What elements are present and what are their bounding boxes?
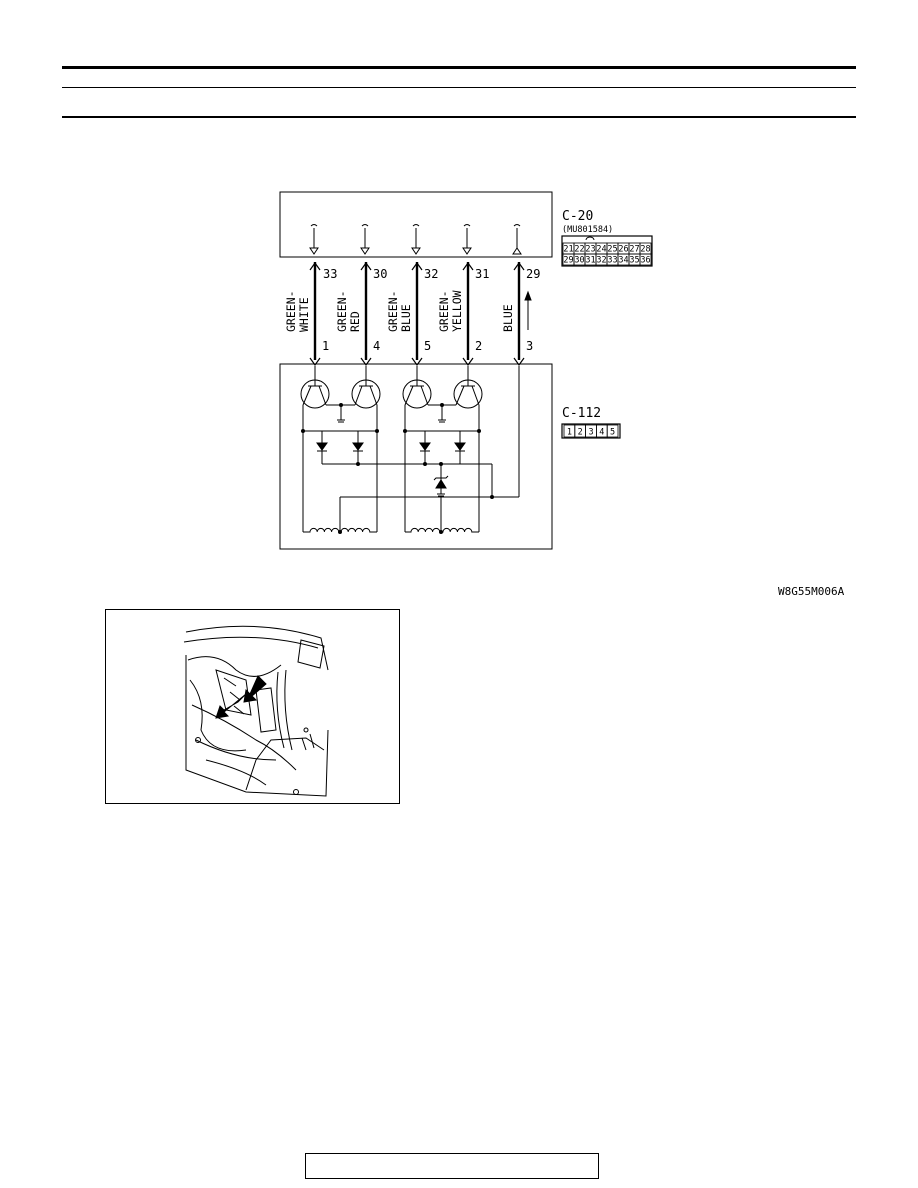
- wiring-diagram: 33 30 32 31 29 1 4 5 2 3 GREEN- WHITE GR…: [279, 191, 845, 598]
- pin-number: 5: [610, 428, 615, 438]
- terminal-30: [360, 224, 370, 255]
- wire-color-3b: BLUE: [399, 304, 413, 332]
- figure-code: W8G55M006A: [778, 585, 845, 598]
- header-rule-thin: [62, 87, 856, 88]
- wire-color-2a: GREEN-: [335, 290, 349, 332]
- c20-pin-label-3: 32: [424, 267, 438, 281]
- pin-number: 22: [574, 245, 584, 255]
- transistor-1: [300, 379, 330, 409]
- coil-2: [340, 527, 377, 533]
- c20-pin-label-5: 29: [526, 267, 540, 281]
- pin-number: 28: [640, 245, 650, 255]
- c112-pin-label-2: 4: [373, 339, 380, 353]
- terminal-31: [462, 224, 472, 255]
- control-unit-box: [279, 191, 553, 258]
- location-arrow-1: [243, 675, 267, 703]
- c112-pin-label-1: 1: [322, 339, 329, 353]
- pin-cell: [639, 253, 652, 266]
- pin-number: 32: [596, 256, 606, 266]
- pin-number: 31: [585, 256, 595, 266]
- c112-pin-label-5: 3: [526, 339, 533, 353]
- pin-number: 2: [578, 428, 583, 438]
- pin-number: 35: [629, 256, 639, 266]
- pin-number: 1: [567, 428, 572, 438]
- zener-diode: [435, 479, 447, 489]
- pin-cell: [606, 424, 619, 438]
- header-rule-bottom: [62, 116, 856, 118]
- pin-number: 27: [629, 245, 639, 255]
- pin-number: 21: [563, 245, 573, 255]
- footer-box: [305, 1153, 599, 1179]
- motor-unit-box: [279, 363, 553, 550]
- pin-number: 23: [585, 245, 595, 255]
- wire-color-1b: WHITE: [297, 297, 311, 332]
- coil-3: [405, 527, 441, 533]
- wire-color-4b: YELLOW: [450, 290, 464, 332]
- transistor-3: [402, 379, 432, 409]
- harness-wires: [313, 262, 521, 360]
- pin-number: 33: [607, 256, 617, 266]
- c112-pin-label-4: 2: [475, 339, 482, 353]
- pin-number: 24: [596, 245, 606, 255]
- pin-number: 34: [618, 256, 628, 266]
- location-arrow-2: [215, 693, 247, 719]
- pin-number: 26: [618, 245, 628, 255]
- pin-number: 25: [607, 245, 617, 255]
- pin-number: 29: [563, 256, 573, 266]
- junction-dots: [301, 403, 494, 534]
- signal-direction-arrow: [524, 290, 532, 330]
- motor-circuit: [300, 366, 520, 533]
- connector-chevrons: [309, 261, 525, 367]
- pin-number: 36: [640, 256, 650, 266]
- wire-color-2b: RED: [348, 311, 362, 332]
- wire-color-1a: GREEN-: [284, 290, 298, 332]
- c20-label: C-20: [562, 209, 593, 224]
- header-rule-top: [62, 66, 856, 69]
- c20-part-number: (MU801584): [562, 225, 613, 235]
- coil-1: [303, 527, 340, 533]
- c20-pin-label-2: 30: [373, 267, 387, 281]
- connector-location-illustration: [105, 609, 400, 804]
- terminal-33: [309, 224, 319, 255]
- diodes: [316, 442, 466, 489]
- transistor-4: [453, 379, 483, 409]
- upper-terminals: [309, 224, 522, 255]
- coil-4: [441, 527, 479, 533]
- c20-pin-label-4: 31: [475, 267, 489, 281]
- c112-pin-label-3: 5: [424, 339, 431, 353]
- pin-number: 30: [574, 256, 584, 266]
- c20-pin-label-1: 33: [323, 267, 337, 281]
- location-drawing: [183, 625, 329, 797]
- terminal-32: [411, 224, 421, 255]
- pin-number: 3: [588, 428, 593, 438]
- wire-color-labels: GREEN- WHITE GREEN- RED GREEN- BLUE GREE…: [284, 290, 515, 332]
- pin-number: 4: [599, 428, 604, 438]
- terminal-29: [512, 224, 522, 255]
- wire-color-5b: BLUE: [501, 304, 515, 332]
- wire-color-4a: GREEN-: [437, 290, 451, 332]
- wire-color-3a: GREEN-: [386, 290, 400, 332]
- c112-label: C-112: [562, 406, 601, 421]
- transistor-2: [351, 379, 381, 409]
